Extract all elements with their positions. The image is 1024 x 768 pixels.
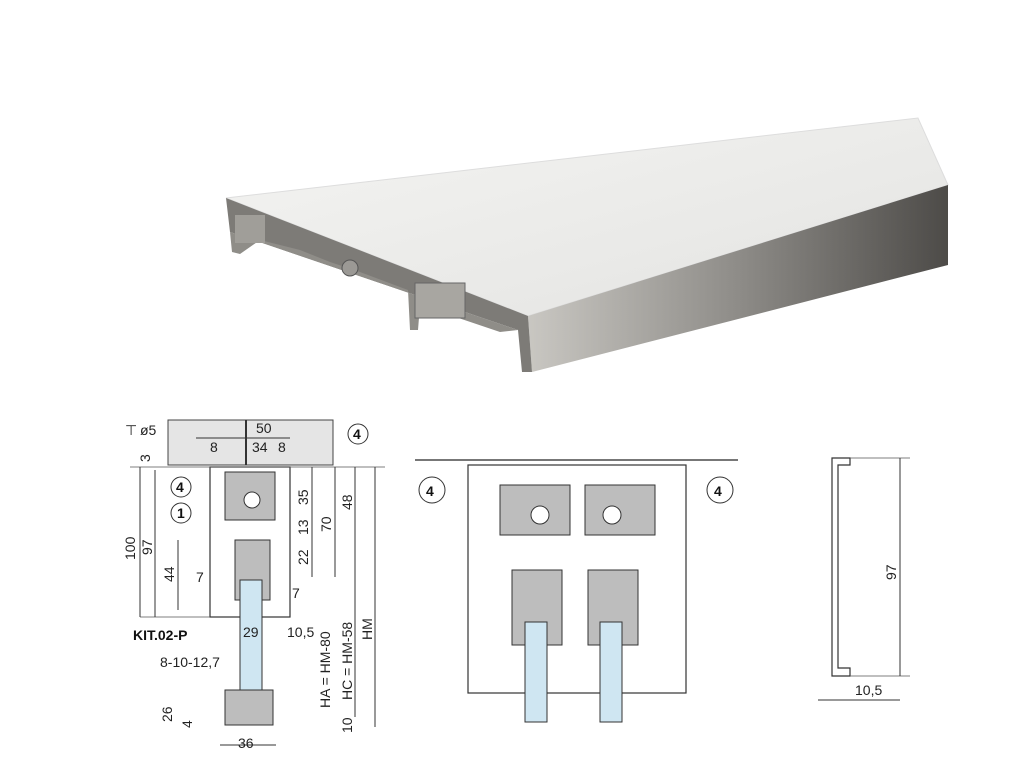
dim-10-5: 10,5 [855,682,882,698]
dim-4: 4 [179,720,195,728]
screw-label: ø5 [140,422,157,438]
dim-44: 44 [161,566,177,582]
dim-8-left: 8 [210,439,218,455]
dim-glass-thickness: 8-10-12,7 [160,654,220,670]
dim-100: 100 [122,536,138,560]
callout-4-left: 4 [426,483,434,499]
formula-hc: HC = HM-58 [339,622,355,700]
double-track-section-drawing: 4 4 [415,459,738,723]
dim-70: 70 [318,516,334,532]
dim-48: 48 [339,494,355,510]
dim-8-right: 8 [278,439,286,455]
glass-panel-right [599,621,623,723]
dim-13: 13 [295,519,311,535]
installation-section-drawing: ø5 ⊤ 50 34 8 8 3 100 97 44 35 13 22 70 4… [122,419,385,751]
callout-4-right: 4 [714,483,722,499]
floor-guide [224,689,274,726]
profile-render [225,117,949,372]
dim-35: 35 [295,489,311,505]
dim-3: 3 [137,454,153,462]
carriage [224,471,276,521]
dim-50: 50 [256,420,272,436]
dim-34: 34 [252,439,268,455]
dim-10-5: 10,5 [287,624,314,640]
screw-icon: ⊤ [125,422,137,438]
dim-36: 36 [238,735,254,751]
dim-29: 29 [243,624,259,640]
kit-label: KIT.02-P [133,627,187,643]
formula-ha: HA = HM-80 [317,631,333,708]
dim-22: 22 [295,549,311,565]
dim-10: 10 [339,717,355,733]
dim-7-left: 7 [196,569,204,585]
dim-97: 97 [139,539,155,555]
ceiling-block [167,419,334,466]
formula-hm: HM [359,618,375,640]
profile-side-drawing: 97 10,5 [818,457,910,701]
dim-26: 26 [159,706,175,722]
glass-panel-left [524,621,548,723]
dim-97: 97 [883,564,899,580]
dim-7-right: 7 [292,585,300,601]
callout-4-top: 4 [353,426,361,442]
callout-4-left: 4 [176,479,184,495]
callout-1: 1 [177,505,185,521]
